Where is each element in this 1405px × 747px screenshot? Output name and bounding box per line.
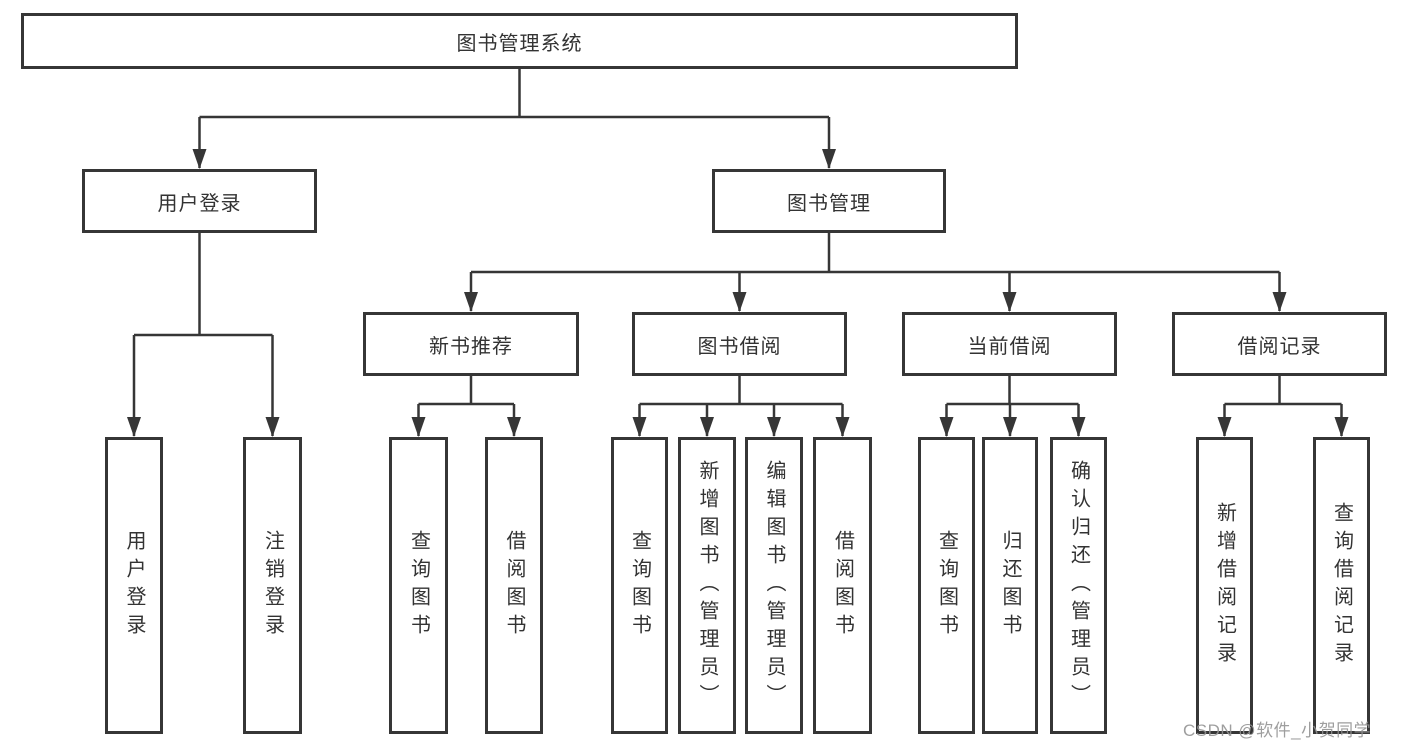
leaf-add-books-admin-label: 新增图书（管理员） — [696, 459, 718, 712]
node-book-borrow: 图书借阅 — [632, 312, 847, 376]
leaf-add-books-admin: 新增图书（管理员） — [678, 437, 736, 734]
leaf-query-books-current: 查询图书 — [918, 437, 975, 734]
node-borrow-records: 借阅记录 — [1172, 312, 1387, 376]
connector-root-trunk — [199, 69, 829, 119]
leaf-confirm-return-admin-label: 确认归还（管理员） — [1067, 459, 1090, 712]
leaf-borrow-books-borrow: 借阅图书 — [813, 437, 872, 734]
leaf-confirm-return-admin: 确认归还（管理员） — [1050, 437, 1107, 734]
leaf-logout: 注销登录 — [243, 437, 302, 734]
node-new-book-recommend: 新书推荐 — [363, 312, 579, 376]
connector-recommend-trunk — [418, 376, 514, 406]
leaf-query-borrow-record: 查询借阅记录 — [1313, 437, 1370, 734]
leaf-return-books-label: 归还图书 — [999, 529, 1021, 642]
node-current-borrow: 当前借阅 — [902, 312, 1117, 376]
leaf-edit-books-admin: 编辑图书（管理员） — [745, 437, 803, 734]
leaf-add-borrow-record: 新增借阅记录 — [1196, 437, 1253, 734]
leaf-query-books-current-label: 查询图书 — [935, 529, 958, 642]
leaf-return-books: 归还图书 — [982, 437, 1038, 734]
leaf-borrow-books-recommend: 借阅图书 — [485, 437, 543, 734]
leaf-borrow-books-borrow-label: 借阅图书 — [831, 529, 854, 642]
leaf-query-books-borrow-label: 查询图书 — [628, 529, 651, 642]
leaf-user-login: 用户登录 — [105, 437, 163, 734]
leaf-borrow-books-recommend-label: 借阅图书 — [503, 529, 525, 642]
leaf-query-books-borrow: 查询图书 — [611, 437, 668, 734]
connector-current-trunk — [946, 376, 1079, 406]
node-book-management: 图书管理 — [712, 169, 946, 233]
leaf-user-login-label: 用户登录 — [123, 529, 145, 642]
csdn-watermark: CSDN @软件_小贺同学 — [1183, 721, 1372, 740]
node-root: 图书管理系统 — [21, 13, 1018, 69]
leaf-logout-label: 注销登录 — [261, 529, 284, 642]
connector-user-login-trunk — [134, 233, 273, 337]
leaf-edit-books-admin-label: 编辑图书（管理员） — [763, 459, 785, 712]
leaf-query-books-recommend: 查询图书 — [389, 437, 448, 734]
leaf-query-borrow-record-label: 查询借阅记录 — [1330, 501, 1353, 670]
connector-borrow-trunk — [639, 376, 843, 406]
leaf-query-books-recommend-label: 查询图书 — [407, 529, 430, 642]
leaf-add-borrow-record-label: 新增借阅记录 — [1213, 501, 1236, 670]
connector-book-management-trunk — [471, 233, 1280, 274]
connector-records-trunk — [1224, 376, 1342, 406]
node-user-login: 用户登录 — [82, 169, 317, 233]
